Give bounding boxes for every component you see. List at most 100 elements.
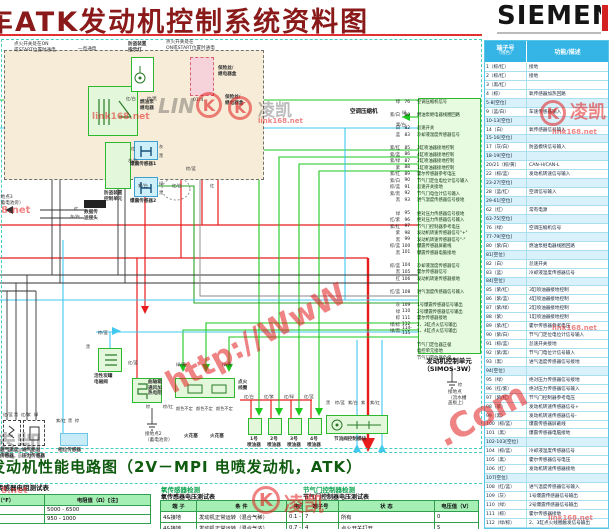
pin-table-row: 99（黑）发动机转速传感器信号- [485,411,608,421]
ecu-pin-number: 82 [404,125,410,131]
ecu-pin-description: 绝对压力传感器信号输入 [417,218,465,224]
pin-function-cell [527,81,608,89]
throttle-table-title: 节气门控制器电压测试表 [303,494,370,501]
ecu-pin-description: 2号爆震传感器信号输出 [417,309,463,315]
power-note-left: 点火开关处在ON 或START位置时通电 [14,42,56,53]
pin-function-cell: 空调压缩机信号 [529,225,562,231]
pin-table-row: 98（紫）发动机转速传感器信号+ [485,402,608,412]
ecu-wire-color: 紫/黑 [389,191,400,197]
pin-table-row: 15-16[空位] [485,134,608,144]
ecu-wire-color: 紫/绿 [389,159,400,165]
ecu-pin-description: 发动机转速传感器接地 [417,277,460,283]
pin-terminal-cell: 10-13[空位] [485,116,527,125]
ecu-pin-description: 节气门定位电位计信号输入 [417,178,469,184]
ecu-pin-description: 节气门控制器参考电压 [417,224,460,230]
pin-function-cell [527,215,608,223]
pin-table-row: 93（黑）进气温度传感器信号接地 [485,357,608,367]
phase-sensor-box [60,433,88,446]
ecu-pin-description: 绝对压力传感器信号接地 [417,211,465,217]
ground2-label: 接地点2 （蓄电池旁） [145,432,173,443]
siemens-logo-text: SIEMENS [497,1,601,31]
spark-plug1-label: 火花塞 [184,434,198,439]
pin-terminal-cell: 106（红） [485,465,527,474]
ecu-pin-description: 空调压缩机信号 [417,100,448,106]
throttle-heading: 节气门控制器检测 [303,486,355,494]
ecu-pin-description: 冷却液温度传感器信号 [417,133,460,138]
ecu-wire-color: 红/紫 [389,218,400,224]
wire-color-label: 红/白 [172,183,182,188]
pin-function-cell: 节气门电位计信号输入 [529,350,575,356]
ecu-wire-color: 绿 [395,211,400,217]
resistance-table-title: 温度传感器电阻测试表 [0,484,49,492]
ecu-wire-color: 紫/蓝 [389,152,400,158]
injector3-box [288,418,302,435]
pin-terminal-cell: 2（棕/红） [485,71,527,80]
pin-function-cell: 1缸喷油器接地控制 [529,315,569,321]
o2-table-title: 氧传感器电压测试表 [161,494,216,501]
wire-color-label: 红/蓝 [128,360,138,365]
injector2-label: 2号 喷油器 [267,437,281,448]
pin-terminal-cell: 82（白） [485,259,527,268]
pin-terminal-cell: 108（红/蓝） [485,483,527,491]
ecu-wire-color: 黑 [395,237,400,243]
ecu-wire-color: 绿 [395,100,400,106]
pin-terminal-cell: 110（绿） [485,500,527,509]
ecu-pin-description: 1号爆震传感器信号输出 [417,303,463,309]
pin-table-row: 104（棕/蓝）冷却液温度传感器信号 [485,447,608,457]
pin-table-row: 105（黑）霍尔传感器信号电压 [485,456,608,466]
ecu-pin-description: 节气门定位器负极 [417,355,452,361]
pin-terminal-cell: 1（棕/红） [485,63,527,71]
wire-color-label: 黑/白 [396,122,406,127]
ecu-pin-description: 怠速开关接地 [417,185,443,191]
pin-table-row: 107[空位] [485,474,608,484]
table-cell: 发动机正常运转（混合气浓） [196,522,287,529]
ccv-heater-box [132,378,162,403]
ign-fuse-box [190,57,214,96]
pin-function-cell [527,117,608,125]
iat-sensor-label: 进气温度 传感器 [0,448,19,459]
pin-table-row: 101（黑）爆震传感器电脑接地 [485,429,608,439]
pin-terminal-cell: 92（紫/黑） [485,349,527,357]
pin-function-cell: 1号爆震传感器信号输出 [529,493,578,499]
pin-function-cell: 怠速开关接地 [529,342,557,348]
pin-terminal-cell: 89（紫/红） [485,322,527,331]
wire-color-label: 黑 [326,400,331,405]
wire-color-label: 红/蓝 [304,394,314,399]
table-header-cell: 端 子 [160,500,197,512]
pin-terminal-cell: 84[空位] [485,277,527,286]
ecu-wire-color: 紫 [395,231,400,237]
pin-table-row: 88（紫）1缸喷油器接地控制 [485,313,608,323]
pin-terminal-cell: 5-8[空位] [485,98,527,107]
ecu-pin-number: 114-115 [402,326,412,337]
ecu-pin-number: 85 [404,145,410,151]
ecu-wire-color: 紫/红 [389,146,400,152]
table-cell: ] [0,505,45,515]
ecu-pin-description: 爆震传感器电脑接地 [417,250,456,256]
ecu-pin-description: 节气门定位器正极 [417,342,452,348]
pin-table-row: 17（灰/白）防盗模块信号输入 [485,143,608,153]
ecu-pin-description: 4缸喷油器接地控制 [417,152,455,158]
pin-terminal-cell: 17（灰/白） [485,143,527,152]
red-edge-marker [602,5,608,31]
pin-function-cell: 发动机转速传感器信号+ [529,404,579,410]
pin-table-row: 9（蓝/白）车速传感器输入 [485,107,608,117]
ground3-label: 接地点3 （蓄电池旁） [0,195,24,206]
ecu-pin-number: 88 [404,165,410,171]
pin-terminal-cell: 105（黑） [485,456,527,465]
pin-table-row: 97（紫/红）节气门控制器参考电压 [485,393,608,403]
phase-sensor-label: 相位传感器 [58,448,81,453]
pin-terminal-cell: 87（紫/绿） [485,304,527,313]
pin-terminal-cell: 14（白） [485,125,527,134]
wire-color-label: 绿/黄 [222,362,232,367]
